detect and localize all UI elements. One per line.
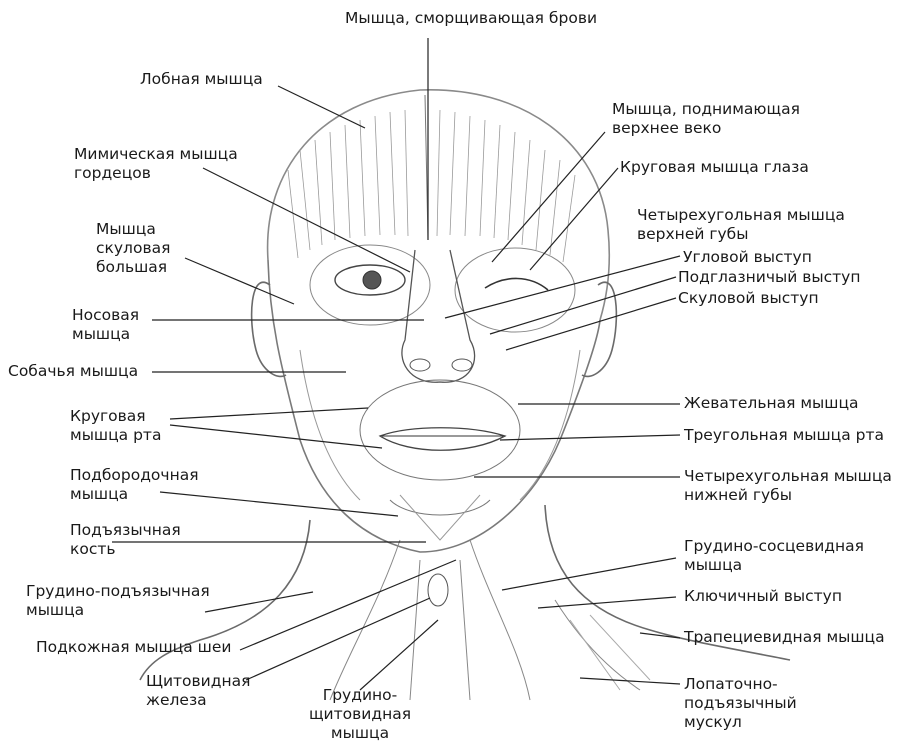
- lips: [380, 428, 505, 451]
- label-masseter: Жевательная мышца: [684, 394, 859, 413]
- label-orbicularis-oculi: Круговая мышца глаза: [620, 158, 809, 177]
- label-levator-labii: Четырехугольная мышца верхней губы: [637, 206, 845, 244]
- orbicularis-oris: [360, 380, 520, 480]
- label-frontalis: Лобная мышца: [140, 70, 263, 89]
- thyroid: [428, 574, 448, 606]
- skull-outline: [268, 90, 610, 320]
- label-sternocleidomastoid: Грудино-сосцевидная мышца: [684, 537, 864, 575]
- label-sternohyoid: Грудино-подъязычная мышца: [26, 582, 210, 620]
- label-procerus: Мимическая мышца гордецов: [74, 145, 238, 183]
- label-sternothyroid: Грудино- щитовидная мышца: [305, 686, 415, 743]
- label-levator-palpebrae: Мышца, поднимающая верхнее веко: [612, 100, 800, 138]
- nose: [402, 250, 475, 382]
- label-zygomaticus-major: Мышца скуловая большая: [96, 220, 170, 277]
- label-platysma: Подкожная мышца шеи: [36, 638, 231, 657]
- label-zygomatic-head: Скуловой выступ: [678, 289, 819, 308]
- label-depressor-anguli: Треугольная мышца рта: [684, 426, 884, 445]
- right-eye-closed: [485, 278, 548, 290]
- label-omohyoid: Лопаточно- подъязычный мускул: [684, 675, 797, 732]
- label-nasalis: Носовая мышца: [72, 306, 139, 344]
- label-infraorbital-head: Подглазничый выступ: [678, 268, 860, 287]
- label-depressor-labii: Четырехугольная мышца нижней губы: [684, 467, 892, 505]
- label-thyroid: Щитовидная железа: [146, 672, 250, 710]
- label-trapezius: Трапециевидная мышца: [684, 628, 885, 647]
- label-orbicularis-oris: Круговая мышца рта: [70, 407, 161, 445]
- label-hyoid: Подъязычная кость: [70, 521, 181, 559]
- chin: [390, 500, 490, 515]
- label-angular-head: Угловой выступ: [683, 248, 812, 267]
- label-clavicular-head: Ключичный выступ: [684, 587, 842, 606]
- label-levator-anguli: Собачья мышца: [8, 362, 138, 381]
- label-mentalis: Подбородочная мышца: [70, 466, 199, 504]
- label-corrugator: Мышца, сморщивающая брови: [345, 9, 597, 28]
